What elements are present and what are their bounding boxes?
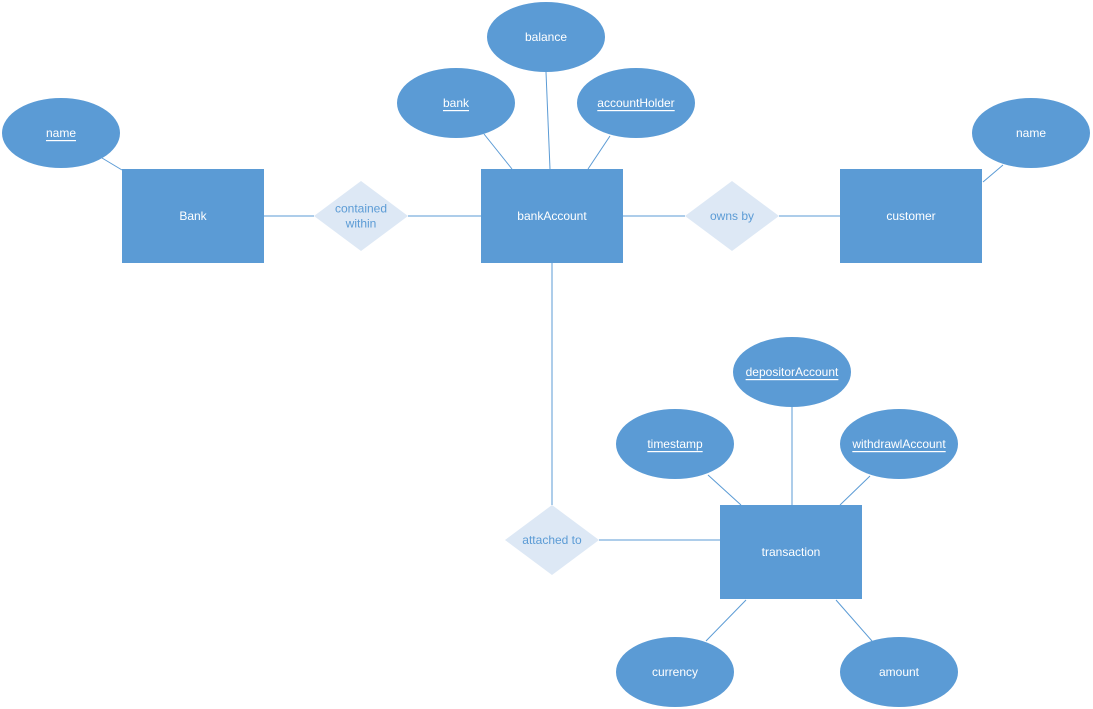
attribute-ellipse: [972, 98, 1090, 168]
entity-box: [122, 169, 264, 263]
relationship-label: within: [345, 217, 377, 231]
entity-bankAccount[interactable]: bankAccount: [481, 169, 623, 263]
attribute-ba_balance[interactable]: balance: [487, 2, 605, 72]
connector-tx_amount-transaction: [835, 599, 873, 642]
entity-label: customer: [886, 209, 935, 223]
relationship-diamond: [685, 181, 779, 251]
relationship-label: attached to: [522, 533, 582, 547]
attribute-label: amount: [879, 665, 920, 679]
attribute-ellipse: [2, 98, 120, 168]
connector-tx_timestamp-transaction: [707, 474, 742, 506]
relationship-diamond: [505, 505, 599, 575]
attribute-ellipse: [487, 2, 605, 72]
attribute-ellipse: [840, 637, 958, 707]
entity-label: Bank: [179, 209, 207, 223]
entity-transaction[interactable]: transaction: [720, 505, 862, 599]
attribute-ellipse: [577, 68, 695, 138]
attribute-ellipse: [616, 637, 734, 707]
key-attribute-label: timestamp: [647, 437, 703, 451]
key-attribute-label: name: [46, 126, 76, 140]
entity-box: [481, 169, 623, 263]
attribute-bank_name[interactable]: name: [2, 98, 120, 168]
relationship-attached[interactable]: attached to: [505, 505, 599, 575]
attribute-label: balance: [525, 30, 567, 44]
attribute-label: currency: [652, 665, 698, 679]
entity-bank[interactable]: Bank: [122, 169, 264, 263]
attribute-ba_holder[interactable]: accountHolder: [577, 68, 695, 138]
entity-box: [720, 505, 862, 599]
connector-cust_name-customer: [982, 164, 1004, 183]
attribute-ellipse: [840, 409, 958, 479]
attribute-cust_name[interactable]: name: [972, 98, 1090, 168]
connector-tx_currency-transaction: [705, 599, 747, 642]
relationship-diamond: [314, 181, 408, 251]
key-attribute-label: accountHolder: [597, 96, 674, 110]
connector-ba_holder-bankAccount: [587, 135, 611, 170]
key-attribute-label: bank: [443, 96, 470, 110]
attribute-tx_depositor[interactable]: depositorAccount: [733, 337, 851, 407]
key-attribute-label: depositorAccount: [746, 365, 839, 379]
attribute-tx_amount[interactable]: amount: [840, 637, 958, 707]
attribute-ellipse: [616, 409, 734, 479]
attribute-tx_withdrawl[interactable]: withdrawlAccount: [840, 409, 958, 479]
connector-lines: [101, 71, 1004, 642]
key-attribute-label: withdrawlAccount: [851, 437, 946, 451]
attribute-ellipse: [733, 337, 851, 407]
entity-label: bankAccount: [517, 209, 587, 223]
relationship-owns[interactable]: owns by: [685, 181, 779, 251]
connector-tx_withdrawl-transaction: [839, 475, 871, 506]
attribute-ba_bank[interactable]: bank: [397, 68, 515, 138]
entity-label: transaction: [762, 545, 821, 559]
connector-bank_name-bank: [101, 157, 123, 171]
attribute-ellipse: [397, 68, 515, 138]
relationship-label: contained: [335, 202, 387, 216]
entity-box: [840, 169, 982, 263]
connector-ba_balance-bankAccount: [545, 71, 551, 170]
entity-customer[interactable]: customer: [840, 169, 982, 263]
attribute-tx_timestamp[interactable]: timestamp: [616, 409, 734, 479]
relationship-label: owns by: [710, 209, 754, 223]
connector-ba_bank-bankAccount: [483, 133, 513, 170]
attribute-tx_currency[interactable]: currency: [616, 637, 734, 707]
attribute-label: name: [1016, 126, 1046, 140]
